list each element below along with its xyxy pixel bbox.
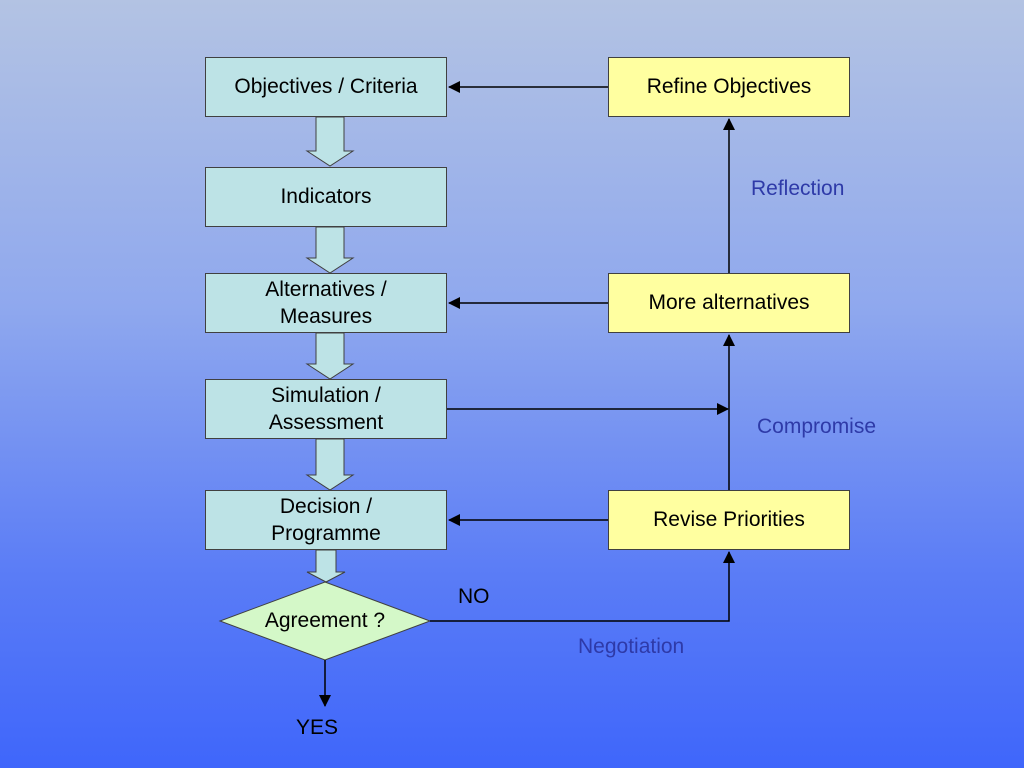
alternatives-measures-box: Alternatives / Measures: [205, 273, 447, 333]
simulation-assessment-label: Simulation / Assessment: [268, 383, 384, 434]
refine-objectives-label: Refine Objectives: [646, 75, 812, 99]
indicators-label: Indicators: [280, 185, 372, 209]
arrow-no-to-revise: [430, 551, 735, 622]
more-alternatives-box: More alternatives: [608, 273, 850, 333]
block-arrow-alternatives-simulation: [305, 332, 355, 380]
agreement-label: Agreement ?: [264, 609, 386, 632]
negotiation-label: Negotiation: [578, 635, 685, 658]
objectives-criteria-box: Objectives / Criteria: [205, 57, 447, 117]
revise-priorities-label: Revise Priorities: [653, 508, 805, 532]
objectives-criteria-label: Objectives / Criteria: [234, 75, 418, 99]
yes-label: YES: [296, 716, 339, 739]
revise-priorities-box: Revise Priorities: [608, 490, 850, 550]
more-alternatives-label: More alternatives: [648, 291, 810, 315]
block-arrow-simulation-decision: [305, 438, 355, 491]
decision-programme-label: Decision / Programme: [271, 494, 381, 545]
block-arrow-indicators-alternatives: [305, 226, 355, 274]
simulation-assessment-box: Simulation / Assessment: [205, 379, 447, 439]
decision-programme-box: Decision / Programme: [205, 490, 447, 550]
reflection-label: Reflection: [751, 177, 845, 200]
indicators-box: Indicators: [205, 167, 447, 227]
compromise-label: Compromise: [757, 415, 877, 438]
no-label: NO: [458, 585, 490, 608]
alternatives-measures-label: Alternatives / Measures: [265, 277, 387, 328]
block-arrow-objectives-indicators: [305, 116, 355, 167]
block-arrow-decision-agreement: [306, 549, 346, 583]
refine-objectives-box: Refine Objectives: [608, 57, 850, 117]
